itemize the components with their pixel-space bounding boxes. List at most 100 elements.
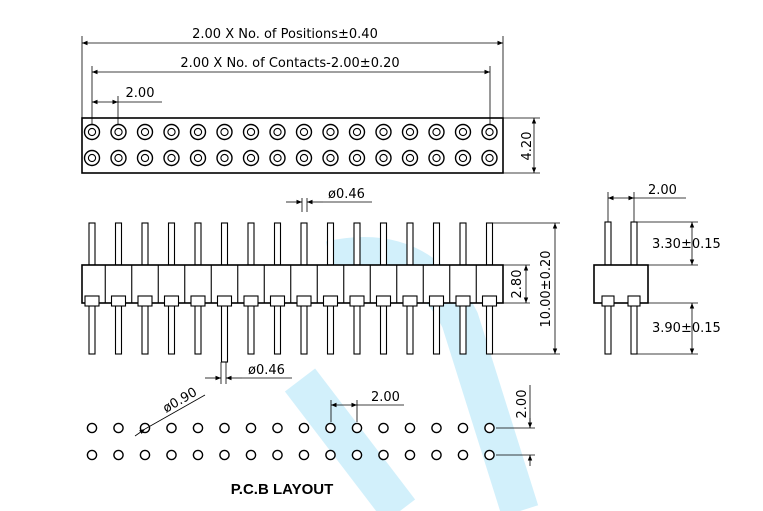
- pin-sleeve: [402, 295, 418, 307]
- pin-sleeve: [216, 295, 233, 307]
- pcb-hole: [166, 449, 177, 461]
- pin-sleeve: [269, 295, 286, 307]
- contact-hole-outer: [375, 123, 392, 141]
- pcb-hole: [431, 422, 442, 434]
- pin-diameter-bottom-label: ø0.46: [248, 363, 285, 378]
- pin-lower: [326, 302, 335, 355]
- contact-hole-inner: [299, 153, 309, 163]
- front-sleeves: [84, 295, 498, 307]
- contact-hole-inner: [485, 127, 494, 137]
- pin-upper: [88, 222, 96, 266]
- side-pitch-label: 2.00: [648, 183, 677, 198]
- contact-hole-outer: [481, 123, 498, 141]
- contact-hole-outer: [110, 123, 127, 141]
- contact-hole-inner: [167, 153, 176, 163]
- pin-upper: [485, 222, 494, 266]
- front-pins: [88, 222, 494, 363]
- pin-lower: [459, 302, 467, 355]
- pcb-hole: [86, 449, 98, 461]
- contact-hole-outer: [454, 149, 472, 167]
- pcb-hole: [219, 449, 230, 461]
- hole-diameter-label: ø0.90: [161, 385, 200, 416]
- contact-hole-inner: [114, 127, 123, 137]
- pin-upper: [194, 222, 202, 266]
- pin-sleeve: [110, 295, 127, 307]
- pcb-layout-caption: P.C.B LAYOUT: [231, 481, 334, 498]
- pcb-hole: [219, 422, 230, 434]
- pin-sleeve: [243, 295, 259, 307]
- overall-length-label: 2.00 X No. of Positions±0.40: [192, 27, 378, 42]
- contact-hole-inner: [140, 127, 150, 137]
- pin-sleeve: [481, 295, 498, 307]
- contact-hole-inner: [299, 127, 309, 137]
- contact-hole-inner: [87, 153, 97, 163]
- contact-hole-inner: [87, 127, 97, 137]
- pin-lower: [247, 302, 255, 355]
- pcb-hole: [431, 449, 442, 461]
- contact-hole-outer: [83, 149, 101, 167]
- contact-hole-inner: [326, 153, 335, 163]
- contact-hole-inner: [167, 127, 176, 137]
- contact-hole-inner: [352, 153, 362, 163]
- contact-hole-inner: [379, 153, 388, 163]
- contact-span-label: 2.00 X No. of Contacts-2.00±0.20: [180, 56, 399, 71]
- upper-pin-label: 3.30±0.15: [652, 237, 721, 252]
- contact-hole-outer: [136, 149, 154, 167]
- contact-hole-outer: [216, 149, 233, 167]
- pin-lower: [379, 302, 388, 355]
- pcb-hole: [378, 422, 389, 434]
- pcb-hole: [298, 422, 310, 434]
- pcb-hole: [325, 422, 336, 434]
- pcb-hole: [404, 449, 416, 461]
- pin-lower: [88, 302, 96, 355]
- contact-hole-inner: [246, 153, 256, 163]
- pitch-top-label: 2.00: [126, 86, 155, 101]
- contact-hole-inner: [458, 153, 468, 163]
- pin-upper: [141, 222, 149, 266]
- side-view: 2.00 3.30±0.15 3.90±0.15: [593, 183, 721, 355]
- contact-hole-outer: [401, 149, 419, 167]
- contact-hole-outer: [189, 149, 207, 167]
- pcb-hole: [139, 449, 151, 461]
- contact-hole-outer: [269, 149, 286, 167]
- pin-upper: [220, 222, 229, 266]
- pin-lower: [432, 302, 441, 355]
- pin-upper: [379, 222, 388, 266]
- pin-sleeve: [455, 295, 471, 307]
- contact-hole-outer: [322, 149, 339, 167]
- pcb-hole: [351, 422, 363, 434]
- pcb-hole: [245, 449, 257, 461]
- contact-hole-inner: [193, 153, 203, 163]
- pin-sleeve: [322, 295, 339, 307]
- pcb-hole: [86, 422, 98, 434]
- pin-upper: [432, 222, 441, 266]
- pin-sleeve: [349, 295, 365, 307]
- pin-lower: [300, 302, 308, 355]
- contact-hole-outer: [163, 149, 180, 167]
- pcb-hole: [378, 449, 389, 461]
- pcb-hole: [457, 449, 469, 461]
- pin-sleeve: [296, 295, 312, 307]
- contact-hole-outer: [454, 123, 472, 141]
- pin-upper: [167, 222, 176, 266]
- contact-hole-inner: [432, 153, 441, 163]
- top-contact-holes: [83, 123, 498, 167]
- pcb-hole: [404, 422, 416, 434]
- pin-lower: [273, 302, 282, 355]
- pcb-hole: [457, 422, 469, 434]
- pin-lower: [485, 302, 494, 355]
- pcb-hole: [272, 449, 283, 461]
- pin-upper: [114, 222, 123, 266]
- pin-lower: [141, 302, 149, 355]
- contact-hole-inner: [193, 127, 203, 137]
- contact-hole-outer: [295, 149, 313, 167]
- pin-diameter-label: ø0.46: [328, 187, 365, 202]
- contact-hole-outer: [136, 123, 154, 141]
- contact-hole-outer: [269, 123, 286, 141]
- contact-hole-outer: [348, 123, 366, 141]
- body-height-label: 4.20: [520, 132, 535, 161]
- lower-pin-label: 3.90±0.15: [652, 321, 721, 336]
- contact-hole-outer: [322, 123, 339, 141]
- pcb-hole: [484, 449, 495, 461]
- pin-upper: [326, 222, 335, 266]
